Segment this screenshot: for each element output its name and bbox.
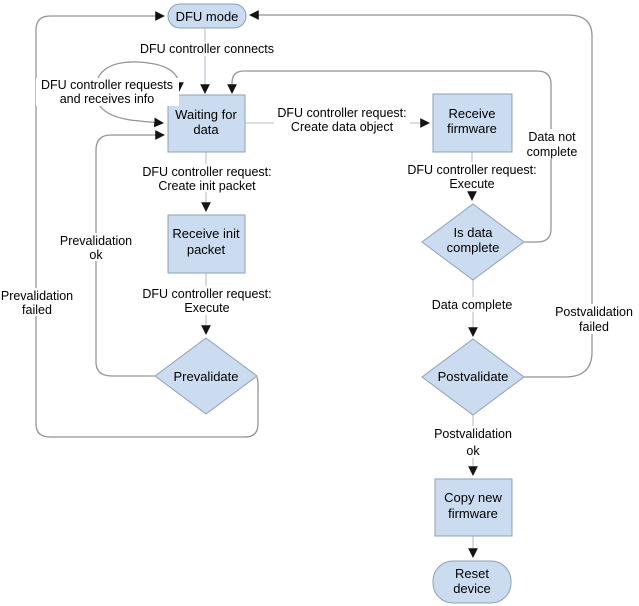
edge-label-prevalidation-failed: Prevalidation failed [0,288,77,317]
edge-label-data-not-complete: Data not complete [522,129,582,159]
edge-label-text: DFU controller request: [407,163,536,177]
node-dfu-mode-label: DFU mode [176,9,239,24]
node-copy-new-firmware-label-2: firmware [448,506,498,521]
edge-label-text: and receives info [60,92,155,106]
node-waiting-label-2: data [193,122,219,137]
node-postvalidate [421,338,525,416]
edge-label-text: ok [466,444,480,458]
edge-label-create-init-packet: DFU controller request: Create init pack… [137,164,277,193]
edge-label-execute-left: DFU controller request: Execute [137,286,277,315]
node-waiting-label-1: Waiting for [175,107,237,122]
edge-label-text: Postvalidation [434,427,512,441]
node-copy-new-firmware [434,478,513,537]
edge-label-text: failed [22,303,52,317]
edge-prevalidation-failed [35,11,259,438]
edge-label-create-data-object: DFU controller request: Create data obje… [274,106,410,134]
edge-label-text: Create data object [291,120,394,134]
edge-label-requests-info: DFU controller requests and receives inf… [36,78,179,106]
edge-label-text: Data complete [432,298,513,312]
node-postvalidate-label: Postvalidate [438,369,509,384]
edge-data-not-complete [227,70,552,243]
edge-label-text: Postvalidation [555,305,633,319]
node-copy-new-firmware-label-1: Copy new [444,490,502,505]
edge-label-postvalidation-failed: Postvalidation failed [549,304,637,334]
edge-label-text: DFU controller requests [41,78,173,92]
node-prevalidate [154,337,258,415]
edge-requests-info-bottom [95,94,164,128]
node-receive-firmware-label-2: firmware [447,121,497,136]
node-receive-firmware [432,93,513,153]
node-is-data-complete-label-1: Is data [453,225,493,240]
edge-label-text: Data not [528,130,576,144]
edge-label-text: failed [579,320,609,334]
edge-label-dfu-connects: DFU controller connects [135,42,279,56]
node-receive-firmware-label-1: Receive [449,106,496,121]
edge-label-postvalidation-ok: Postvalidation ok [430,426,516,458]
node-receive-init-label-2: packet [187,242,226,257]
edge-label-text: Create init packet [158,179,256,193]
node-reset-device-label-1: Reset [455,566,489,581]
edge-label-text: DFU controller request: [277,106,406,120]
edge-label-execute-right: DFU controller request: Execute [403,162,541,191]
node-is-data-complete-label-2: complete [447,240,500,255]
edge-label-text: DFU controller request: [142,165,271,179]
edge-label-data-complete: Data complete [427,297,518,312]
edge-label-text: ok [89,248,103,262]
node-receive-init-label-1: Receive init [172,226,240,241]
node-waiting-for-data [167,94,246,153]
node-reset-device-label-2: device [453,581,491,596]
edge-label-text: DFU controller connects [140,42,274,56]
edge-label-prevalidation-ok: Prevalidation ok [55,233,137,262]
edge-label-text: Execute [449,177,494,191]
edge-label-text: Prevalidation [60,234,132,248]
edge-label-text: Execute [184,301,229,315]
node-receive-init-packet [167,214,246,274]
node-dfu-mode [167,3,247,29]
edge-postvalidation-failed [249,10,593,378]
node-is-data-complete [421,203,525,281]
edge-label-text: Prevalidation [1,289,73,303]
node-reset-device [432,560,512,604]
edge-label-text: complete [527,145,578,159]
edge-label-text: DFU controller request: [142,287,271,301]
node-prevalidate-label: Prevalidate [173,369,238,384]
